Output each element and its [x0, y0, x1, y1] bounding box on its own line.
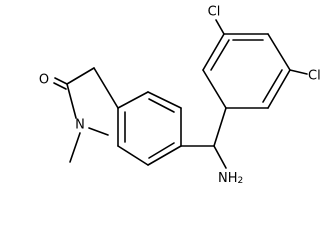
carbonyl-bond: [53, 77, 68, 90]
bond-benzylic-aryl: [213, 107, 227, 147]
bond-c2-o-1: [54, 77, 68, 85]
bond-c2-n1: [66, 83, 77, 119]
aryl-bond-4: [267, 33, 291, 71]
bond-c-cl-right: [289, 69, 308, 75]
aryl-bond-5: [267, 69, 291, 109]
chemical-structure-diagram: O N Cl Cl NH2: [39, 5, 321, 187]
lactam-ring-bonds: [66, 67, 119, 136]
bond-n1-c7a: [88, 127, 109, 136]
bond-c4-c5: [147, 91, 182, 109]
bond-c3-c3a: [93, 67, 119, 109]
amine-atom-text: NH: [218, 171, 238, 186]
amine-group-label: NH2: [218, 171, 243, 187]
bond-c7-c7a: [117, 145, 149, 166]
bond-benzylic-amine: [213, 145, 227, 169]
benzo-ring-bonds: [117, 91, 182, 166]
oxygen-atom-label: O: [39, 73, 49, 88]
bond-n-methyl: [69, 132, 81, 163]
bond-c2-c3: [66, 67, 95, 85]
bond-c2-o-2: [53, 82, 67, 90]
bond-c-cl-top: [215, 19, 225, 35]
aryl-bond-1: [202, 69, 227, 109]
chlorine-right-atom-label: Cl: [308, 69, 321, 84]
bond-c3a-c4: [117, 91, 149, 109]
amine-subscript: 2: [238, 176, 244, 186]
aryl-inner-bond-1: [210, 39, 230, 71]
bond-c6-c7: [147, 145, 182, 166]
benzo-inner-bond-2: [148, 142, 175, 159]
nitrogen-atom-label: N: [75, 118, 85, 133]
chlorine-top-atom-label: Cl: [208, 5, 221, 20]
aryl-inner-bond-2: [262, 69, 283, 103]
benzo-inner-bond-1: [148, 98, 175, 113]
dichlorophenyl-ring-bonds: [202, 33, 291, 109]
aryl-bond-2: [202, 33, 225, 71]
